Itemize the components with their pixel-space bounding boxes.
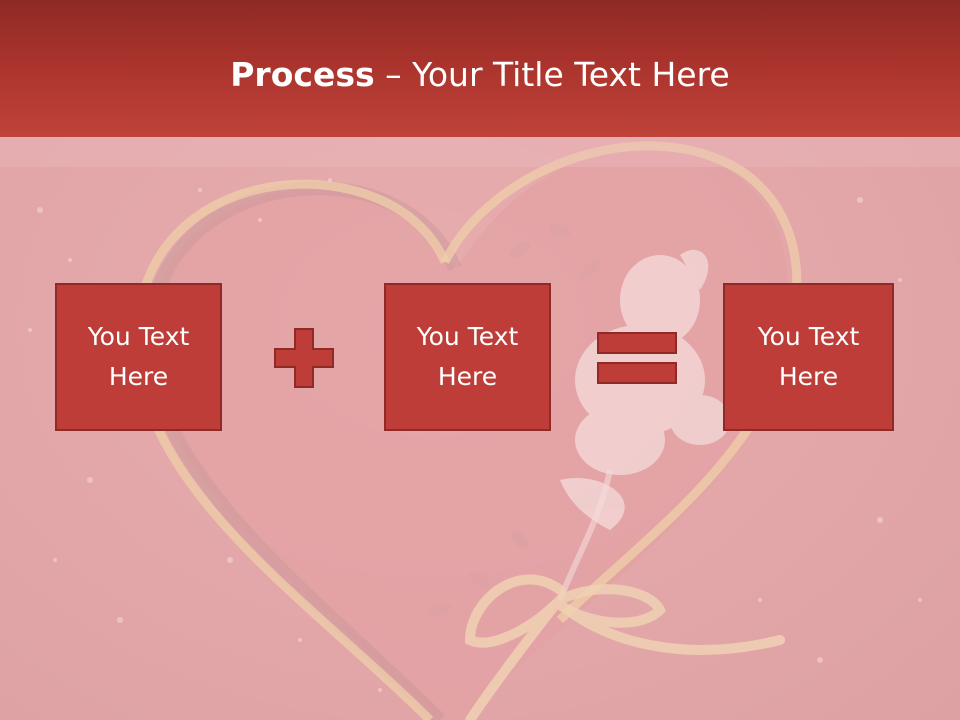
slide-title: Process – Your Title Text Here xyxy=(0,48,960,102)
title-bar: Process – Your Title Text Here xyxy=(0,0,960,137)
process-box-2-line2: Here xyxy=(437,362,498,391)
plus-icon xyxy=(274,328,334,388)
title-bold: Process xyxy=(230,55,375,94)
title-rest: – Your Title Text Here xyxy=(374,55,730,94)
header-band-shadow xyxy=(0,137,960,167)
process-box-1-line2: Here xyxy=(108,362,169,391)
equals-icon xyxy=(597,332,677,384)
process-box-2-line1: You Text xyxy=(416,322,519,351)
process-box-1-line1: You Text xyxy=(87,322,190,351)
process-box-3-line1: You Text xyxy=(757,322,860,351)
process-box-3-line2: Here xyxy=(778,362,839,391)
